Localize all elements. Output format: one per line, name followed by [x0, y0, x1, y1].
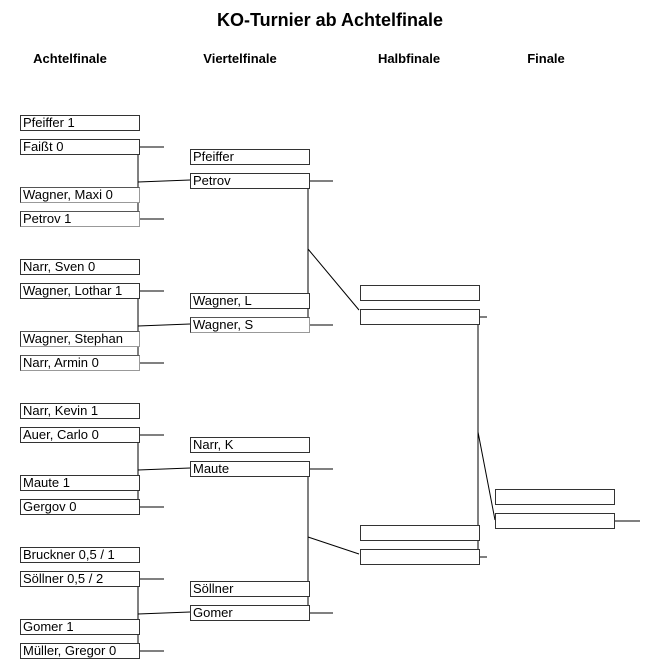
- player-slot: Narr, K: [190, 437, 310, 453]
- player-slot-empty: [360, 309, 480, 325]
- player-slot: Faißt 0: [20, 139, 140, 155]
- round-header-halbfinale: Halbfinale: [377, 51, 441, 66]
- player-slot: Petrov 1: [20, 211, 140, 227]
- player-slot: Gomer 1: [20, 619, 140, 635]
- player-slot: Söllner 0,5 / 2: [20, 571, 140, 587]
- round-header-viertelfinale: Viertelfinale: [203, 51, 277, 66]
- page-title: KO-Turnier ab Achtelfinale: [216, 10, 444, 30]
- player-slot: Narr, Kevin 1: [20, 403, 140, 419]
- player-slot-empty: [360, 525, 480, 541]
- player-slot: Müller, Gregor 0: [20, 643, 140, 659]
- round-header-finale: Finale: [527, 51, 565, 66]
- player-slot: Wagner, Maxi 0: [20, 187, 140, 203]
- player-slot: Gomer: [190, 605, 310, 621]
- player-slot: Gergov 0: [20, 499, 140, 515]
- player-slot: Pfeiffer 1: [20, 115, 140, 131]
- player-slot-empty: [360, 549, 480, 565]
- player-slot-empty: [360, 285, 480, 301]
- player-slot: Wagner, Lothar 1: [20, 283, 140, 299]
- round-header-achtelfinale: Achtelfinale: [33, 51, 107, 66]
- player-slot: Petrov: [190, 173, 310, 189]
- player-slot: Wagner, Stephan: [20, 331, 140, 347]
- player-slot: Wagner, S: [190, 317, 310, 333]
- player-slot: Wagner, L: [190, 293, 310, 309]
- player-slot: Bruckner 0,5 / 1: [20, 547, 140, 563]
- r3-connectors: [477, 316, 496, 558]
- player-slot-empty: [495, 489, 615, 505]
- player-slot: Maute 1: [20, 475, 140, 491]
- player-slot-empty: [495, 513, 615, 529]
- r2-connectors: [307, 180, 360, 614]
- player-slot: Pfeiffer: [190, 149, 310, 165]
- player-slot: Narr, Sven 0: [20, 259, 140, 275]
- r1-connectors: [137, 146, 191, 652]
- player-slot: Söllner: [190, 581, 310, 597]
- player-slot: Maute: [190, 461, 310, 477]
- player-slot: Narr, Armin 0: [20, 355, 140, 371]
- player-slot: Auer, Carlo 0: [20, 427, 140, 443]
